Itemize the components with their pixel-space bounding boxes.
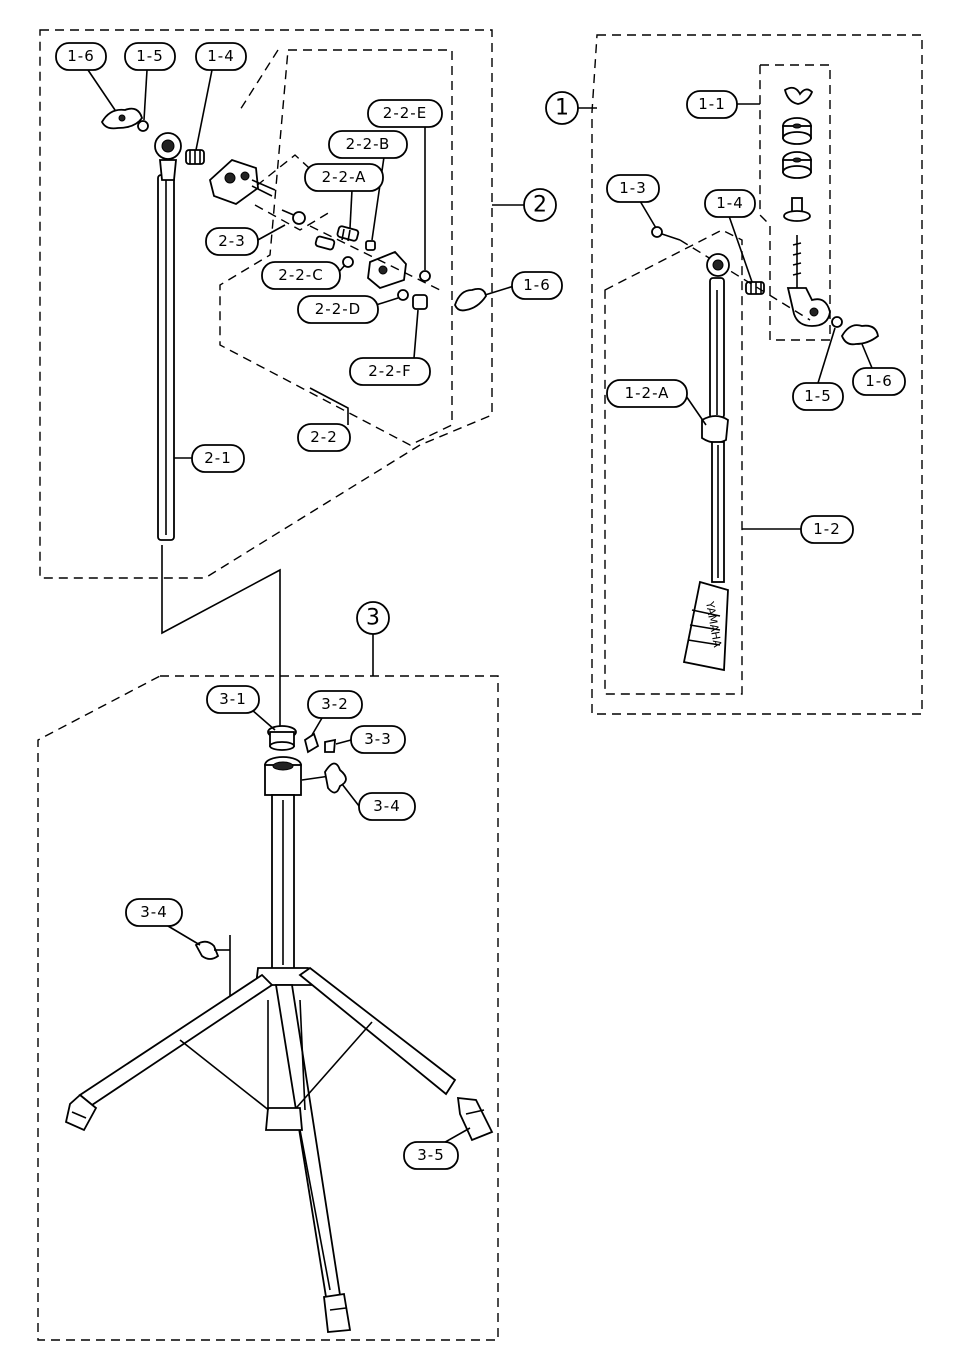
svg-text:2-2-A: 2-2-A	[322, 168, 367, 186]
svg-text:2-2: 2-2	[310, 428, 338, 446]
svg-text:1-6: 1-6	[523, 276, 551, 294]
svg-text:1-5: 1-5	[804, 387, 832, 405]
callout-2-2-D: 2-2-D	[297, 295, 399, 324]
cap-part	[324, 738, 336, 753]
svg-text:2-2-D: 2-2-D	[315, 300, 361, 318]
group-2-marker: 2	[492, 188, 557, 222]
svg-text:2-3: 2-3	[218, 232, 246, 250]
callout-2-2-C: 2-2-C	[261, 261, 346, 290]
svg-text:3-4: 3-4	[373, 797, 401, 815]
callout-1-6-top: 1-6	[55, 42, 116, 111]
washer-part	[137, 120, 149, 132]
svg-text:2-2-B: 2-2-B	[346, 135, 391, 153]
svg-text:3: 3	[366, 606, 380, 631]
callout-1-6-mid: 1-6	[484, 271, 563, 300]
callout-3-2: 3-2	[307, 690, 363, 736]
stand-column-part	[264, 756, 302, 971]
svg-text:1-4: 1-4	[207, 47, 235, 65]
callout-2-3: 2-3	[205, 224, 286, 256]
spring-part	[185, 149, 205, 165]
bushing-part	[303, 732, 320, 754]
callout-1-3: 1-3	[606, 174, 660, 229]
callout-1-2-A: 1-2-A	[606, 379, 707, 426]
callout-1-4-right: 1-4	[704, 189, 756, 283]
wing-nut-right-part	[841, 324, 879, 346]
callout-3-3: 3-3	[335, 725, 406, 754]
callout-1-2: 1-2	[742, 515, 854, 544]
spring-2-part	[336, 225, 360, 242]
svg-text:3-4: 3-4	[140, 903, 168, 921]
group-1-marker: 1	[545, 91, 597, 125]
callout-2-2-B: 2-2-B	[328, 130, 408, 241]
callout-3-4-left: 3-4	[125, 898, 201, 946]
callout-3-1: 3-1	[206, 685, 276, 731]
svg-text:2-2-C: 2-2-C	[278, 266, 323, 284]
callout-1-5-top: 1-5	[124, 42, 176, 121]
svg-text:2: 2	[533, 193, 547, 218]
insert-part	[267, 725, 297, 751]
callout-2-2: 2-2	[297, 387, 351, 452]
callout-1-6-right: 1-6	[852, 343, 906, 396]
svg-text:1-1: 1-1	[698, 95, 726, 113]
svg-text:2-2-E: 2-2-E	[383, 104, 427, 122]
callout-2-1: 2-1	[174, 444, 245, 473]
svg-text:1-2: 1-2	[813, 520, 841, 538]
leg-front-part	[274, 984, 352, 1333]
svg-text:1-6: 1-6	[67, 47, 95, 65]
svg-text:1-6: 1-6	[865, 372, 893, 390]
callout-1-5-right: 1-5	[792, 327, 844, 411]
svg-text:2-1: 2-1	[204, 449, 232, 467]
callout-2-2-E: 2-2-E	[367, 99, 443, 270]
washer-3-part	[419, 270, 431, 282]
svg-text:1-3: 1-3	[619, 179, 647, 197]
callout-2-2-F: 2-2-F	[349, 309, 431, 386]
svg-text:1-2-A: 1-2-A	[625, 384, 670, 402]
washer-2-part	[342, 256, 354, 268]
svg-text:1-5: 1-5	[136, 47, 164, 65]
group-2-boom-assembly	[39, 29, 493, 579]
svg-text:3-1: 3-1	[219, 690, 247, 708]
leg-left-part	[64, 973, 274, 1132]
callout-1-4-top: 1-4	[195, 42, 247, 151]
boom-clamp-part	[208, 158, 276, 206]
boom-rod	[154, 132, 182, 541]
svg-text:3-3: 3-3	[364, 730, 392, 748]
callout-1-1: 1-1	[686, 90, 760, 119]
svg-text:1: 1	[555, 96, 569, 121]
leg-braces-part	[179, 999, 373, 1291]
svg-text:3-2: 3-2	[321, 695, 349, 713]
group-1-holder-assembly: YAMAHA	[591, 34, 923, 715]
bolt-right-part	[651, 226, 681, 241]
clamp-block-part	[367, 250, 407, 290]
holder-tube-part: YAMAHA	[682, 253, 730, 672]
group-3-base-assembly	[37, 675, 499, 1341]
callout-2-2-A: 2-2-A	[304, 163, 384, 229]
cymbal-felt-stack	[782, 86, 814, 222]
connector-line	[161, 545, 281, 730]
spring-right-part	[745, 281, 765, 295]
bolt-part	[281, 209, 306, 225]
wing-bolt-part	[301, 762, 347, 794]
svg-text:3-5: 3-5	[417, 1146, 445, 1164]
svg-text:2-2-F: 2-2-F	[368, 362, 412, 380]
callout-3-5: 3-5	[403, 1127, 471, 1170]
callout-3-4-top: 3-4	[341, 783, 416, 821]
nut-part	[412, 294, 428, 310]
tilter-part	[786, 235, 831, 327]
wing-nut-2-part	[454, 287, 487, 312]
wing-bolt-2-part	[194, 940, 230, 960]
svg-text:1-4: 1-4	[716, 194, 744, 212]
washer-right-part	[831, 316, 843, 328]
pin-part	[365, 240, 376, 251]
leg-right-part	[298, 966, 494, 1142]
group-3-marker: 3	[356, 601, 390, 676]
washer-4-part	[397, 289, 409, 301]
